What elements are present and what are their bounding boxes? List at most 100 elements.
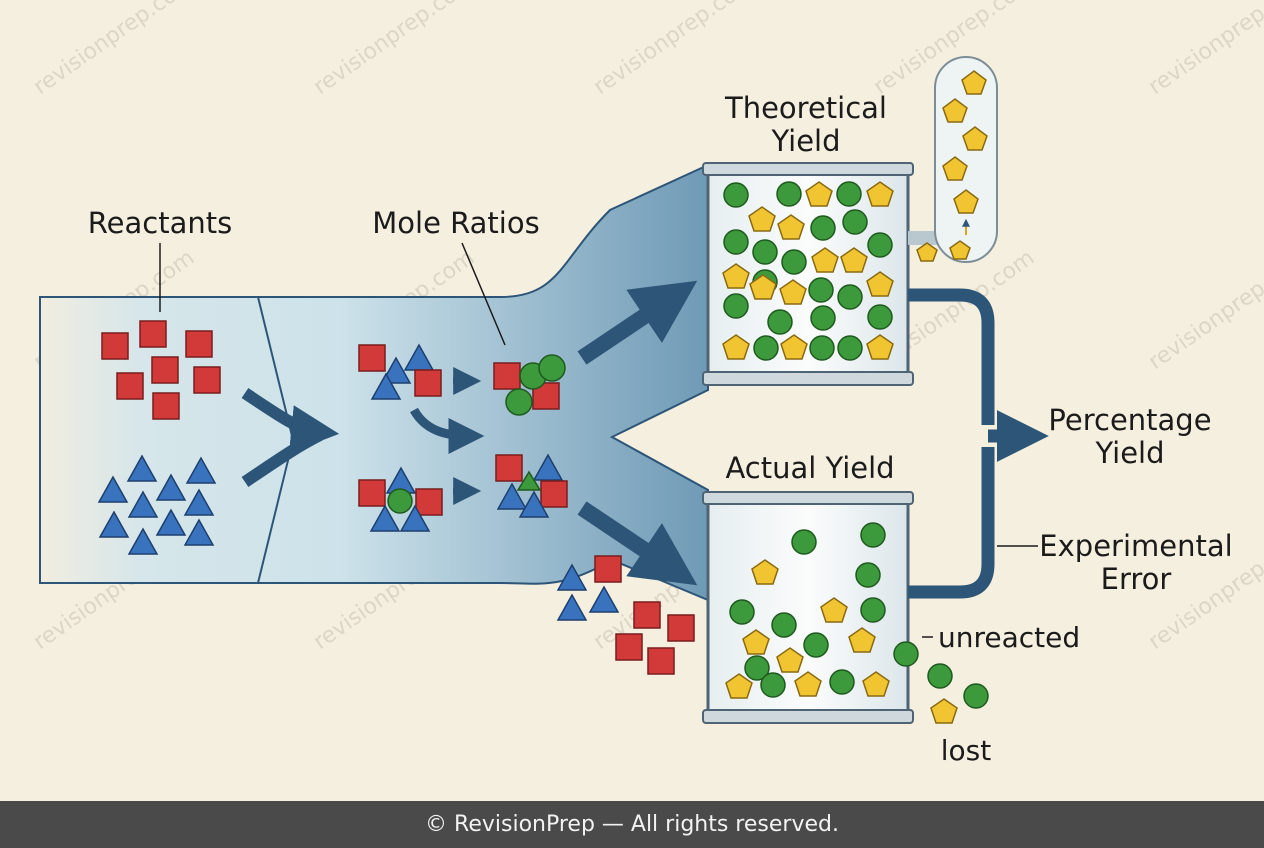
watermark: revisionprep.com [29, 0, 199, 100]
product-circle [867, 304, 893, 330]
product-triangle [516, 470, 542, 491]
actual-yield-tank [702, 491, 914, 724]
product-circle [810, 215, 836, 241]
overflow-tube [908, 56, 998, 263]
watermark: revisionprep.com [309, 0, 479, 100]
product-circle [927, 663, 953, 689]
arrow-to-actual [577, 501, 698, 586]
reactant-square [358, 479, 386, 507]
product-pentagon [820, 597, 848, 623]
theoretical-product-circles [723, 181, 893, 361]
actual-product-pentagons [725, 559, 890, 699]
product-pentagon [725, 673, 753, 699]
reactant-square [647, 647, 675, 675]
watermark: revisionprep.com [1144, 245, 1264, 375]
copyright-footer: © RevisionPrep — All rights reserved. [0, 801, 1264, 848]
product-pentagon [916, 242, 938, 262]
product-circle [752, 239, 778, 265]
unreacted-label: unreacted [938, 621, 1080, 654]
actual-to-percentage-pipe [908, 447, 995, 599]
watermark: revisionprep.com [1144, 0, 1264, 100]
product-pentagon [779, 279, 807, 305]
reactant-triangle [369, 504, 401, 532]
reactant-triangle [185, 456, 217, 484]
reactant-square [540, 480, 568, 508]
product-circle [723, 293, 749, 319]
product-pentagon [777, 214, 805, 240]
reactant-triangle [155, 508, 187, 536]
mole-ratio-cluster-bottom [358, 466, 443, 532]
flow-arrow [241, 388, 340, 454]
product-pentagon [811, 247, 839, 273]
product-pentagon [722, 263, 750, 289]
tank-rim-top [702, 162, 914, 176]
lost-label: lost [941, 734, 991, 767]
actual-yield-label: Actual Yield [725, 451, 894, 485]
product-pentagon [962, 126, 988, 151]
product-pentagon [794, 671, 822, 697]
reactant-square [358, 344, 386, 372]
reactant-square [493, 362, 521, 390]
mole-ratio-product-bottom [495, 453, 568, 518]
product-circle [538, 354, 566, 382]
product-pentagon [866, 334, 894, 360]
product-pentagon [840, 247, 868, 273]
product-circle [809, 335, 835, 361]
reactant-triangle [370, 372, 402, 400]
reactant-triangle [518, 490, 550, 518]
product-pentagon [848, 627, 876, 653]
leftover-reactants [556, 555, 695, 675]
product-circle [767, 309, 793, 335]
product-circle [963, 683, 989, 709]
product-pentagon [942, 98, 968, 123]
product-pentagon [751, 559, 779, 585]
tank-rim-bottom [702, 709, 914, 724]
product-circle [723, 182, 749, 208]
product-pentagon [805, 181, 833, 207]
tank-rim-top [702, 491, 914, 505]
product-circle [505, 388, 533, 416]
reactant-triangle [399, 504, 431, 532]
reactant-triangle [556, 563, 588, 591]
product-circle [387, 488, 413, 514]
mole-ratio-cluster-top [358, 343, 442, 400]
reactant-square [116, 372, 144, 400]
product-pentagon [776, 647, 804, 673]
theoretical-yield-tank [702, 162, 914, 386]
reactant-triangle [183, 488, 215, 516]
reactant-triangle [155, 473, 187, 501]
reactant-square [151, 356, 179, 384]
reactant-square [633, 601, 661, 629]
reactant-triangle [183, 518, 215, 546]
reactant-squares [101, 320, 221, 420]
reactant-square [139, 320, 167, 348]
percentage-yield-label-line2: Yield [1094, 436, 1164, 470]
product-pentagon [749, 274, 777, 300]
reactant-triangle [127, 490, 159, 518]
product-circle [855, 562, 881, 588]
product-pentagon [722, 334, 750, 360]
pipe-section-divider [257, 439, 294, 584]
product-pentagon [942, 156, 968, 181]
reactant-triangle [97, 475, 129, 503]
theoretical-to-percentage-pipe [908, 288, 995, 425]
reactant-square [193, 366, 221, 394]
product-pentagon [748, 206, 776, 232]
reactant-square [615, 633, 643, 661]
product-circle [771, 612, 797, 638]
product-circle [893, 641, 919, 667]
product-circle [829, 669, 855, 695]
reactant-triangle [588, 585, 620, 613]
reactant-square [152, 392, 180, 420]
product-circle [837, 335, 863, 361]
watermark: revisionprep.com [589, 0, 759, 100]
product-pentagon [961, 70, 987, 95]
mole-ratio-product-top [493, 354, 566, 416]
reactant-square [414, 369, 442, 397]
tank-rim-bottom [702, 371, 914, 386]
mole-ratios-label: Mole Ratios [372, 206, 539, 240]
product-circle [760, 672, 786, 698]
product-pentagon [949, 240, 971, 260]
product-pentagon [742, 629, 770, 655]
product-circle [860, 522, 886, 548]
